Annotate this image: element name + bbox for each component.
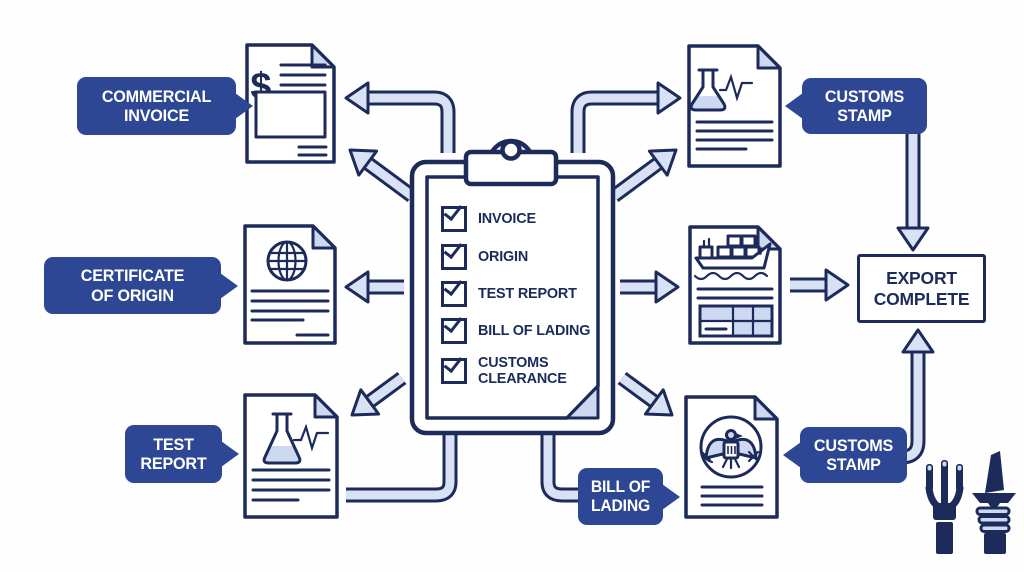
flask-icon xyxy=(265,446,299,462)
label-text: CERTIFICATE OF ORIGIN xyxy=(80,266,185,305)
checklist-item-origin: ORIGIN xyxy=(441,244,601,270)
label-test-report: TEST REPORT xyxy=(125,425,222,483)
checklist-item-label: ORIGIN xyxy=(478,247,529,265)
export-complete-text: EXPORT COMPLETE xyxy=(873,268,970,309)
bent-arrow-top-left xyxy=(344,81,456,153)
label-customs-stamp-top: CUSTOMS STAMP xyxy=(802,78,927,134)
globe-certificate-document xyxy=(243,224,337,345)
label-text: BILL OF LADING xyxy=(590,478,651,515)
waveform-icon xyxy=(292,423,330,452)
dollar-invoice-document: $ xyxy=(245,43,336,164)
checkbox-checked-icon xyxy=(441,206,467,232)
arrow-stamp-top-to-export xyxy=(896,132,930,252)
label-bill-of-lading: BILL OF LADING xyxy=(578,468,663,525)
diagonal-arrow-up-right xyxy=(609,148,678,203)
diagonal-arrow-down-right xyxy=(617,371,674,417)
label-certificate-of-origin: CERTIFICATE OF ORIGIN xyxy=(44,257,221,314)
label-commercial-invoice: COMMERCIAL INVOICE xyxy=(77,77,236,135)
bent-arrow-top-right xyxy=(570,81,682,153)
label-text: CUSTOMS STAMP xyxy=(813,435,894,474)
diagonal-arrow-up-left xyxy=(348,148,417,203)
flask-report-document xyxy=(687,44,782,168)
checklist-item-label: CUSTOMS CLEARANCE xyxy=(478,354,567,388)
elbow-connector-bottom-left xyxy=(346,435,458,503)
label-customs-stamp-bottom: CUSTOMS STAMP xyxy=(800,427,907,483)
ship-lading-document xyxy=(688,225,782,345)
checklist-item-label: TEST REPORT xyxy=(478,284,577,302)
checklist-item-bill-of-lading: BILL OF LADING xyxy=(441,318,601,344)
checklist-item-label: INVOICE xyxy=(478,209,536,227)
arrow-mid-right xyxy=(620,270,680,304)
export-complete-box: EXPORT COMPLETE xyxy=(857,254,986,323)
eagle-seal-document xyxy=(684,395,779,519)
checklist-item-test-report: TEST REPORT xyxy=(441,281,601,307)
checklist-item-customs-clearance: CUSTOMS CLEARANCE xyxy=(441,354,601,388)
checkbox-checked-icon xyxy=(441,244,467,270)
diagonal-arrow-down-left xyxy=(350,371,407,417)
label-text: TEST REPORT xyxy=(140,434,207,473)
cargo-ship-icon xyxy=(693,234,772,281)
checklist-item-label: BILL OF LADING xyxy=(478,321,591,339)
checkbox-checked-icon xyxy=(441,318,467,344)
arrow-mid-left xyxy=(344,270,404,304)
cable-wires-icon xyxy=(925,460,964,554)
checklist-item-invoice: INVOICE xyxy=(441,206,601,232)
flask-test-document xyxy=(243,393,339,519)
eagle-seal-icon xyxy=(699,415,763,479)
label-text: CUSTOMS STAMP xyxy=(824,86,905,125)
corner-logo xyxy=(925,451,1016,554)
flask-icon xyxy=(692,96,724,110)
cable-termination-icon xyxy=(972,451,1016,554)
arrow-ship-to-export xyxy=(790,268,850,302)
checkbox-checked-icon xyxy=(441,358,467,385)
waveform-icon xyxy=(718,73,754,102)
elbow-connector-bottom-right xyxy=(540,435,578,503)
checkbox-checked-icon xyxy=(441,281,467,307)
label-text: COMMERCIAL INVOICE xyxy=(101,86,212,125)
